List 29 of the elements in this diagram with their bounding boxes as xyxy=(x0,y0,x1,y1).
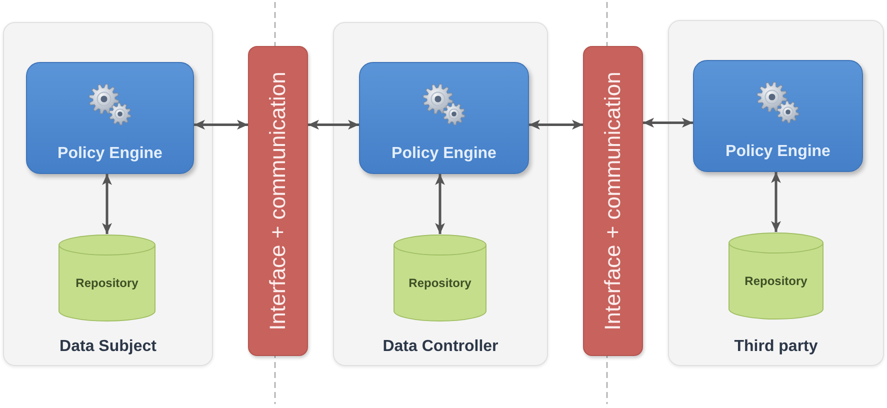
panel-title: Data Controller xyxy=(382,338,498,356)
database-cylinder xyxy=(728,232,824,320)
panel-title: Data Subject xyxy=(60,338,156,356)
node-label: Policy Engine xyxy=(392,145,496,164)
double-arrow xyxy=(435,174,445,234)
database-cylinder xyxy=(393,234,487,322)
double-arrow xyxy=(643,118,693,128)
double-arrow xyxy=(529,120,583,130)
database-cylinder xyxy=(58,234,156,322)
group-panel xyxy=(3,22,213,366)
process-box xyxy=(693,60,863,172)
panel-title: Third party xyxy=(734,338,818,356)
interface-bar xyxy=(248,46,308,356)
group-panel xyxy=(333,22,548,366)
group-panel xyxy=(668,20,884,366)
bar-label: Interface + communication xyxy=(600,72,626,330)
node-label: Policy Engine xyxy=(726,143,830,162)
double-arrow xyxy=(771,172,781,232)
double-arrow xyxy=(308,120,359,130)
node-label: Repository xyxy=(744,274,808,290)
process-box xyxy=(359,62,529,174)
interface-bar xyxy=(583,46,643,356)
process-box xyxy=(26,62,194,174)
node-label: Policy Engine xyxy=(58,145,162,164)
double-arrow xyxy=(194,120,248,130)
double-arrow xyxy=(102,174,112,234)
bar-label: Interface + communication xyxy=(265,72,291,330)
node-label: Repository xyxy=(76,276,138,292)
node-label: Repository xyxy=(408,276,472,292)
